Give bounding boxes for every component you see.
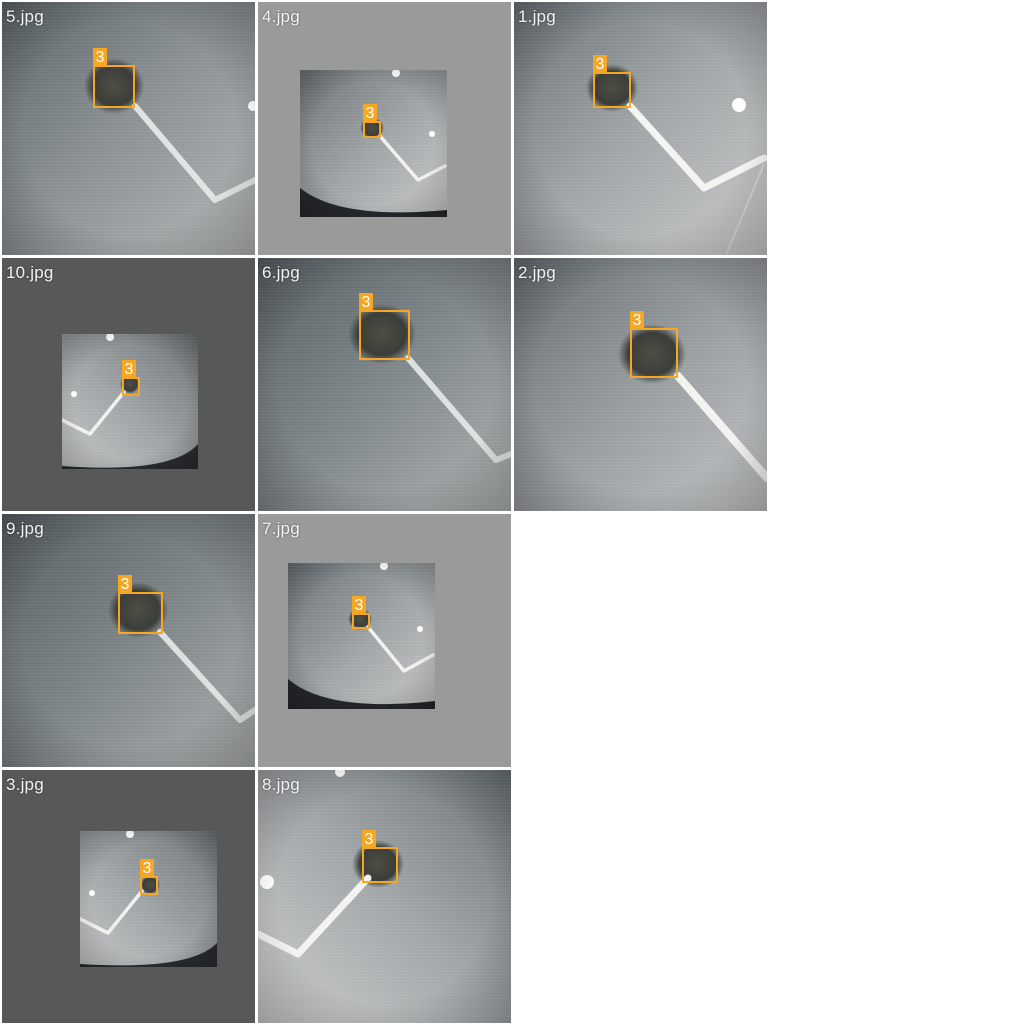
bounding-box: 3	[118, 575, 163, 634]
image-filename: 6.jpg	[262, 263, 300, 282]
image-tile[interactable]: 8.jpg 3	[258, 770, 511, 1023]
image-tile[interactable]: 1.jpg 3	[514, 2, 767, 255]
image-tile[interactable]: 6.jpg 3	[258, 258, 511, 511]
camera-frame	[62, 334, 198, 469]
bounding-box: 3	[122, 360, 140, 396]
bounding-box-label: 3	[630, 311, 644, 330]
bounding-box: 3	[363, 104, 381, 138]
camera-frame	[2, 514, 255, 767]
image-tile[interactable]: 9.jpg 3	[2, 514, 255, 767]
image-filename: 10.jpg	[6, 263, 54, 282]
image-tile[interactable]: 2.jpg 3	[514, 258, 767, 511]
bounding-box-label: 3	[122, 360, 136, 379]
image-filename: 2.jpg	[518, 263, 556, 282]
camera-frame	[300, 70, 447, 217]
image-filename: 7.jpg	[262, 519, 300, 538]
bounding-box: 3	[359, 293, 410, 360]
bounding-box: 3	[362, 830, 398, 883]
camera-frame	[80, 831, 217, 967]
image-filename: 4.jpg	[262, 7, 300, 26]
bounding-box: 3	[352, 596, 370, 629]
image-filename: 3.jpg	[6, 775, 44, 794]
bounding-box-label: 3	[359, 293, 373, 312]
bounding-box-label: 3	[93, 48, 107, 67]
bounding-box-label: 3	[593, 55, 607, 74]
bounding-box-label: 3	[352, 596, 366, 615]
bounding-box-label: 3	[118, 575, 132, 594]
image-filename: 9.jpg	[6, 519, 44, 538]
bounding-box: 3	[93, 48, 135, 108]
camera-frame	[514, 258, 767, 511]
image-tile[interactable]: 4.jpg 3	[258, 2, 511, 255]
image-filename: 8.jpg	[262, 775, 300, 794]
bounding-box-label: 3	[140, 859, 154, 878]
image-tile[interactable]: 5.jpg 3	[2, 2, 255, 255]
image-tile[interactable]: 3.jpg 3	[2, 770, 255, 1023]
image-filename: 5.jpg	[6, 7, 44, 26]
bounding-box-label: 3	[362, 830, 376, 849]
camera-frame	[258, 258, 511, 511]
image-tile[interactable]: 7.jpg 3	[258, 514, 511, 767]
camera-frame	[258, 770, 511, 1023]
camera-frame	[288, 563, 435, 709]
image-tile[interactable]: 10.jpg 3	[2, 258, 255, 511]
bounding-box: 3	[140, 859, 158, 895]
bounding-box-label: 3	[363, 104, 377, 123]
bounding-box: 3	[630, 311, 678, 378]
camera-frame	[2, 2, 255, 255]
bounding-box: 3	[593, 55, 631, 108]
image-filename: 1.jpg	[518, 7, 556, 26]
camera-frame	[514, 2, 767, 255]
